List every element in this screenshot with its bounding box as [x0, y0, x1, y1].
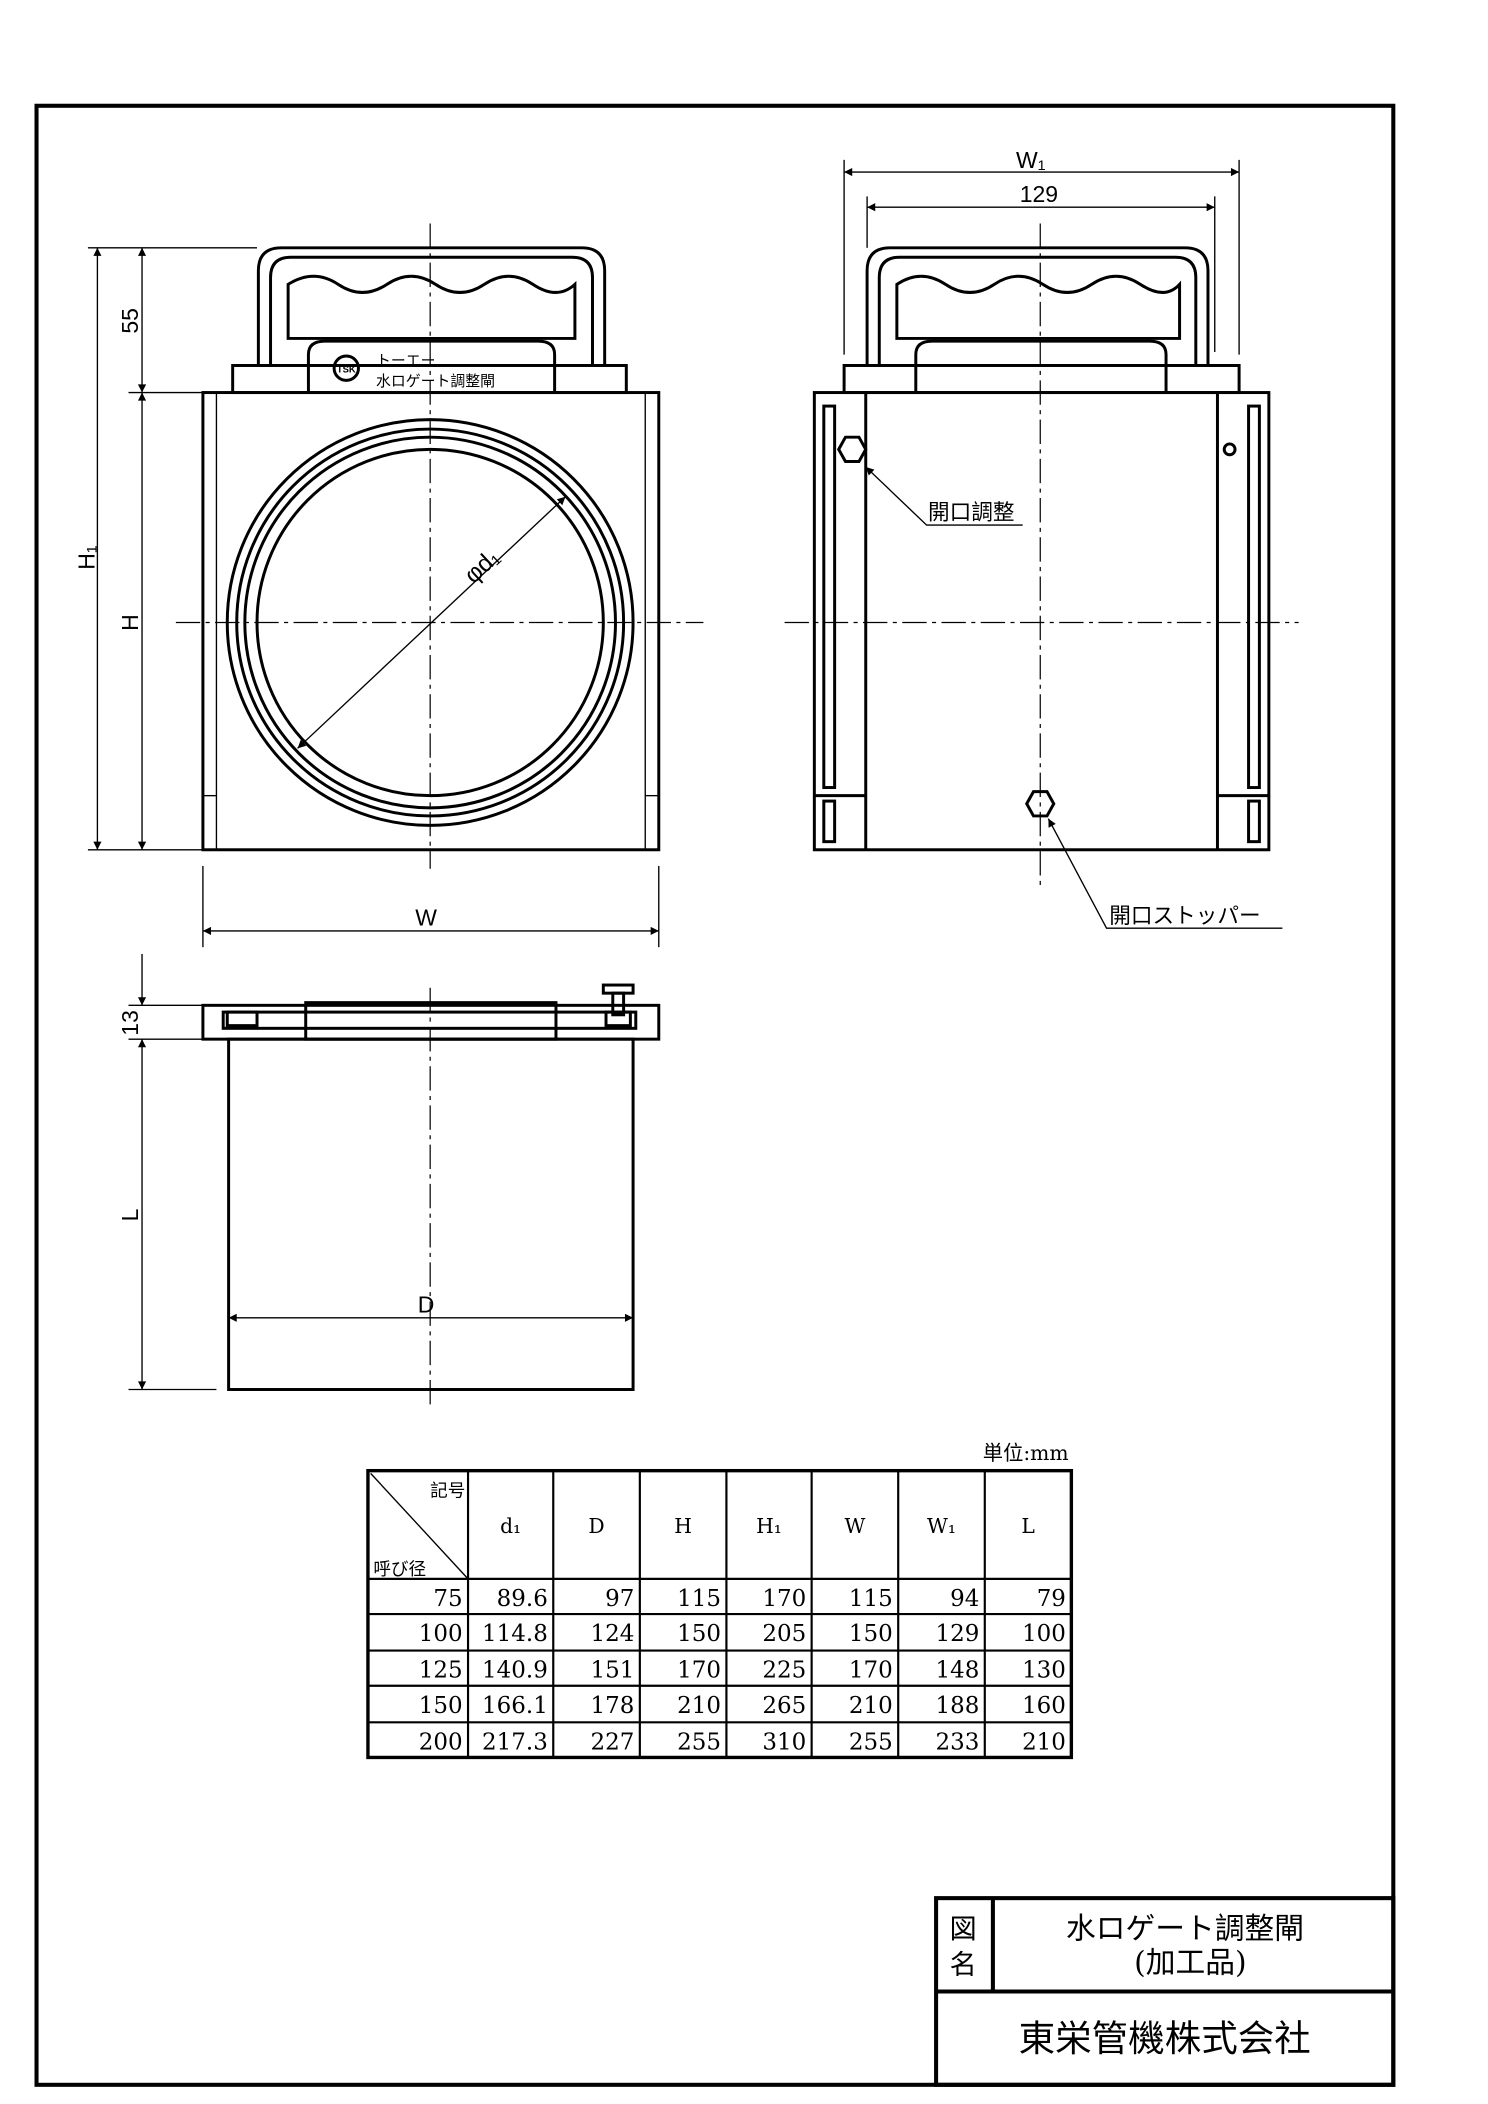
title-label-2: 名: [950, 1950, 977, 1981]
company-name: 東栄管機株式会社: [1019, 2017, 1311, 2060]
stopper-hex-bolt-icon: [1025, 790, 1056, 818]
tsk-logo-icon: [332, 354, 360, 382]
dim-l: L: [117, 1208, 143, 1221]
table-header: W: [844, 1514, 865, 1538]
table-cell: 115: [677, 1586, 721, 1612]
table-cell: 140.9: [482, 1658, 548, 1684]
corner-nominal-size: 呼び径: [373, 1560, 426, 1580]
table-row-nominal-size: 150: [419, 1693, 463, 1719]
table-cell: 151: [591, 1658, 635, 1684]
dim-h: H: [117, 614, 143, 631]
table-row-nominal-size: 75: [433, 1586, 462, 1612]
handle-outer: [256, 246, 607, 366]
bottom-view: 13 L D: [117, 953, 661, 1408]
table-header: H₁: [756, 1514, 782, 1538]
table-cell: 129: [935, 1621, 979, 1647]
table-header: H: [674, 1514, 692, 1538]
table-cell: 178: [591, 1693, 635, 1719]
label-opening-stopper: 開口ストッパー: [1109, 903, 1260, 928]
table-cell: 166.1: [482, 1693, 548, 1719]
drawing-title: 水ロゲート調整閘: [1066, 1912, 1304, 1947]
corner-symbol: 記号: [430, 1481, 465, 1501]
table-cell: 124: [591, 1621, 635, 1647]
dimension-table: 単位:mm 記号 呼び径 d₁ D H H₁ W W₁ L 75 89.6 97 115 170 115…: [366, 1441, 1074, 1760]
dim-w: W: [415, 905, 437, 931]
nameplate: [306, 339, 557, 393]
table-cell: 170: [762, 1586, 806, 1612]
dim-h1: H₁: [74, 545, 100, 570]
table-header: L: [1021, 1514, 1034, 1538]
side-view: 開口調整 開口ストッパー W₁ 129: [784, 147, 1299, 929]
dim-129: 129: [1020, 181, 1058, 207]
table-header: D: [588, 1514, 604, 1538]
table-cell: 97: [605, 1586, 634, 1612]
table-cell: 170: [849, 1658, 893, 1684]
table-cell: 94: [950, 1586, 979, 1612]
dim-d: D: [418, 1291, 435, 1317]
nameplate-line1: トーエー: [376, 353, 436, 369]
label-opening-adjust: 開口調整: [928, 500, 1015, 525]
front-body: [201, 391, 661, 852]
handle-grip: [286, 274, 577, 340]
tsk-logo-text: TSK: [337, 364, 356, 375]
table-cell: 205: [762, 1621, 806, 1647]
front-view: TSK トーエー 水ロゲート調整閘 φd₁ H₁ 55 H W: [74, 223, 704, 948]
table-cell: 148: [935, 1658, 979, 1684]
dim-55: 55: [117, 308, 143, 334]
table-cell: 265: [762, 1693, 806, 1719]
table-cell: 225: [762, 1658, 806, 1684]
table-row-nominal-size: 125: [419, 1658, 463, 1684]
dim-13: 13: [117, 1010, 143, 1036]
handle-inner: [269, 255, 594, 366]
table-cell: 233: [935, 1729, 979, 1755]
table-cell: 115: [849, 1586, 893, 1612]
table-header: d₁: [500, 1514, 521, 1538]
table-cell: 89.6: [497, 1586, 548, 1612]
nameplate-line2: 水ロゲート調整閘: [376, 373, 495, 390]
table-cell: 150: [677, 1621, 721, 1647]
table-cell: 310: [762, 1729, 806, 1755]
table-cell: 100: [1022, 1621, 1066, 1647]
sheet-border: [34, 103, 1396, 2087]
table-cell: 217.3: [482, 1729, 548, 1755]
table-cell: 255: [677, 1729, 721, 1755]
table-cell: 210: [849, 1693, 893, 1719]
table-cell: 188: [935, 1693, 979, 1719]
table-cell: 130: [1022, 1658, 1066, 1684]
table-row-nominal-size: 200: [419, 1729, 463, 1755]
table-cell: 210: [677, 1693, 721, 1719]
table-cell: 227: [591, 1729, 635, 1755]
title-block: 図 名 水ロゲート調整閘 (加工品) 東栄管機株式会社: [934, 1896, 1396, 2087]
dim-phi-d1: φd₁: [459, 544, 505, 589]
table-cell: 150: [849, 1621, 893, 1647]
table-header: W₁: [927, 1514, 956, 1538]
table-cell: 114.8: [482, 1621, 548, 1647]
title-label-1: 図: [950, 1915, 977, 1946]
table-cell: 79: [1037, 1586, 1066, 1612]
table-cell: 255: [849, 1729, 893, 1755]
unit-label: 単位:mm: [983, 1441, 1069, 1465]
table-cell: 160: [1022, 1693, 1066, 1719]
bottom-body: [227, 1037, 635, 1391]
dim-w1: W₁: [1016, 147, 1046, 173]
adjust-hex-bolt-icon: [836, 435, 868, 464]
table-row-nominal-size: 100: [419, 1621, 463, 1647]
side-body: [812, 391, 1271, 852]
drawing-subtitle: (加工品): [1134, 1946, 1246, 1981]
table-cell: 170: [677, 1658, 721, 1684]
table-cell: 210: [1022, 1729, 1066, 1755]
